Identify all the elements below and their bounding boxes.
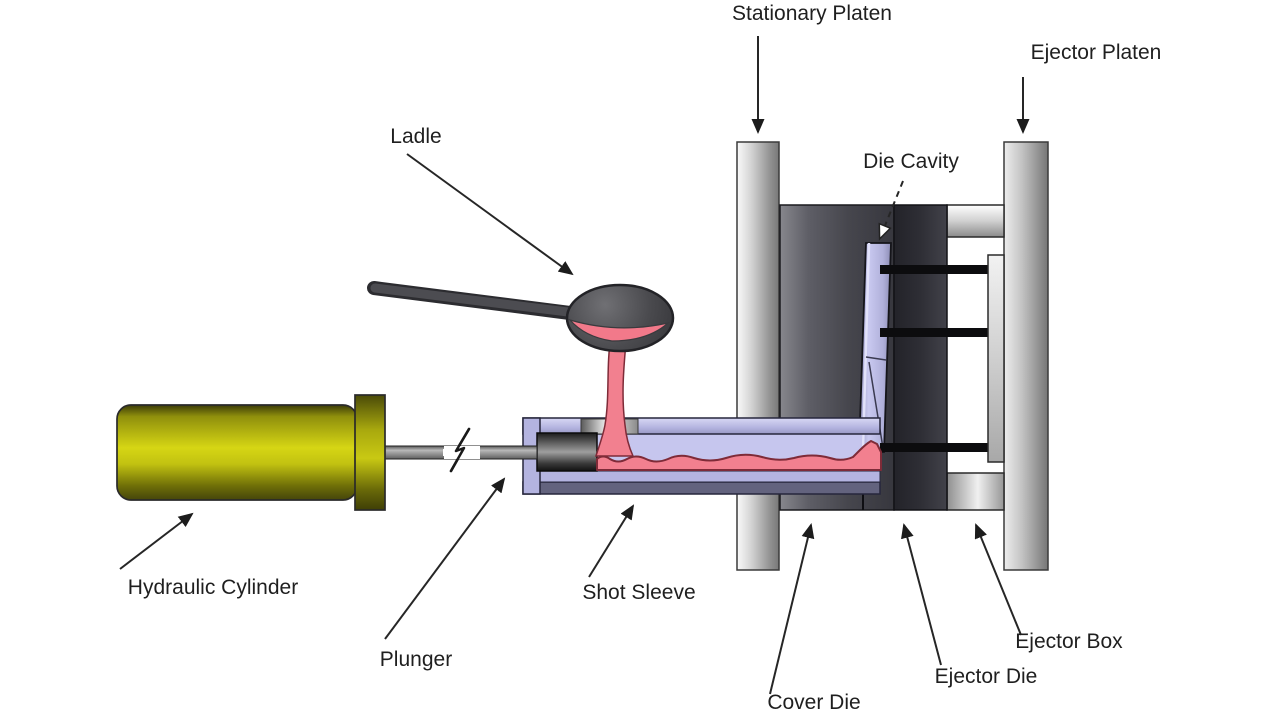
cavity-notch: [865, 356, 887, 361]
molten-metal-stream: [594, 335, 635, 457]
ejector-box-label: Ejector Box: [1015, 630, 1123, 653]
sleeve-top-wall: [522, 417, 881, 435]
ejector-die-arrow: [901, 523, 942, 666]
ejector-pin-bottom: [880, 443, 990, 452]
cylinder-flange: [354, 394, 386, 511]
cover-die-label: Cover Die: [767, 691, 861, 714]
ejector-box-bottom-bar: [946, 472, 1005, 511]
ladle-label: Ladle: [390, 125, 442, 148]
shot-sleeve-arrow: [588, 504, 635, 578]
leader-arrows: [119, 36, 1030, 695]
shot-sleeve-shape: [522, 417, 881, 495]
hydraulic-cylinder-label: Hydraulic Cylinder: [127, 576, 299, 599]
cover-die-arrow: [769, 523, 815, 695]
break-symbol-front: [449, 427, 471, 473]
ejector-box-top-bar: [946, 204, 1005, 238]
ladle-arrow: [406, 153, 574, 276]
molten-metal-pool: [596, 440, 882, 471]
ladle-shape: [367, 281, 675, 353]
ejector-platen-label: Ejector Platen: [1030, 41, 1162, 64]
ejector-pin-top: [880, 265, 990, 274]
die-cavity-label: Die Cavity: [863, 150, 959, 173]
hydraulic-cylinder-shape: [116, 394, 538, 511]
shot-sleeve-label: Shot Sleeve: [582, 581, 696, 604]
ejector-platen-shape: [1003, 141, 1049, 571]
cavity-highlight: [861, 242, 871, 451]
stationary-platen-label: Stationary Platen: [732, 2, 892, 25]
sleeve-bottom-dark-band: [522, 481, 881, 495]
ejector-box-arrow: [974, 523, 1022, 636]
sleeve-bottom-wall: [522, 470, 881, 483]
ejector-pins: [880, 265, 990, 452]
ejector-die-label: Ejector Die: [934, 665, 1038, 688]
ejector-die-shape: [893, 204, 948, 511]
ejector-box-shape: [946, 204, 1005, 511]
hydraulic-cylinder-arrow: [119, 512, 194, 570]
ladle-handle: [370, 283, 573, 317]
ejector-plate-shape: [987, 254, 1005, 463]
plunger-arrow: [384, 477, 506, 640]
stationary-platen-shape: [736, 141, 780, 571]
plunger-label: Plunger: [379, 648, 453, 671]
plunger-tip: [536, 432, 598, 472]
ejector-pin-middle: [880, 328, 990, 337]
ladle-molten-surface: [568, 318, 671, 342]
cylinder-body: [116, 404, 358, 501]
